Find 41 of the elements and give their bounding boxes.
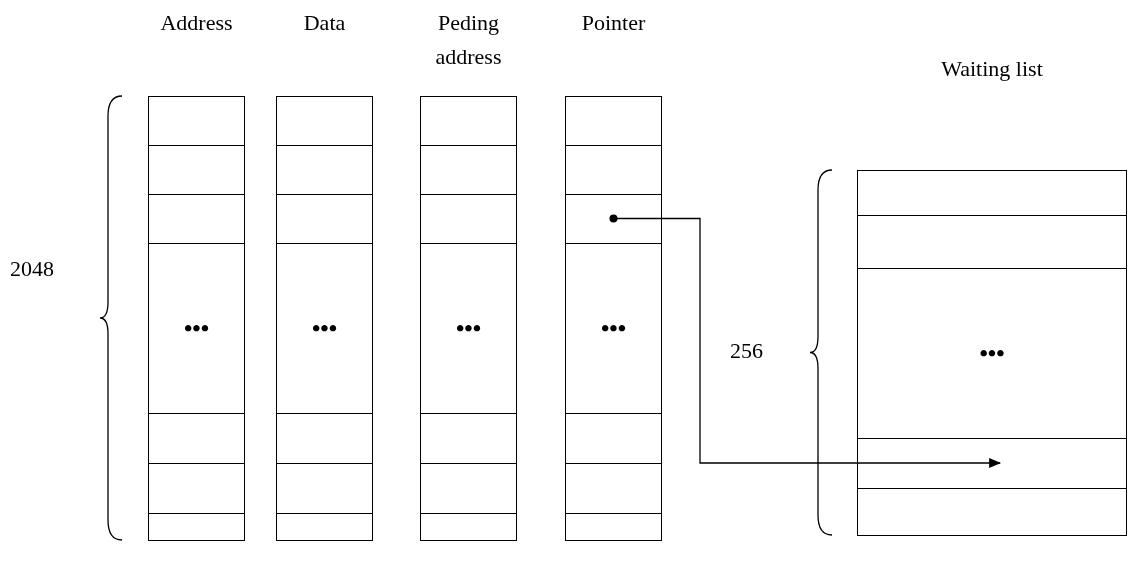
table-cell [276,463,373,514]
table-cell [148,413,245,464]
column-header: Peding address [434,9,503,71]
arrow [609,214,1002,468]
table-cell: ••• [565,243,662,414]
table-cell: ••• [148,243,245,414]
table-cell [276,513,373,541]
table-cell [148,513,245,541]
table-cell: ••• [276,243,373,414]
table-cell [857,438,1127,489]
table-cell [276,96,373,146]
table-cell: ••• [420,243,517,414]
table-cell [276,413,373,464]
table-cell [148,194,245,244]
table-cell [565,96,662,146]
table-cell [148,145,245,195]
table-cell [420,194,517,244]
table-cell [565,513,662,541]
table-cell [565,194,662,244]
table-cell [565,413,662,464]
dimension-label: 256 [730,338,763,364]
table-cell: ••• [857,268,1127,439]
column-header: Address [159,9,234,37]
table-cell [148,96,245,146]
table-cell [276,145,373,195]
column-header: Data [302,9,347,37]
table-cell [420,413,517,464]
column-header: Waiting list [940,55,1044,83]
table-cell [565,463,662,514]
column-header: Pointer [580,9,647,37]
table-cell [420,463,517,514]
table-cell [420,145,517,195]
dimension-label: 2048 [10,256,54,282]
table-cell [420,96,517,146]
table-cell [420,513,517,541]
table-cell [857,488,1127,536]
table-cell [857,215,1127,269]
table-cell [565,145,662,195]
table-cell [276,194,373,244]
table-cell [148,463,245,514]
table-cell [857,170,1127,216]
